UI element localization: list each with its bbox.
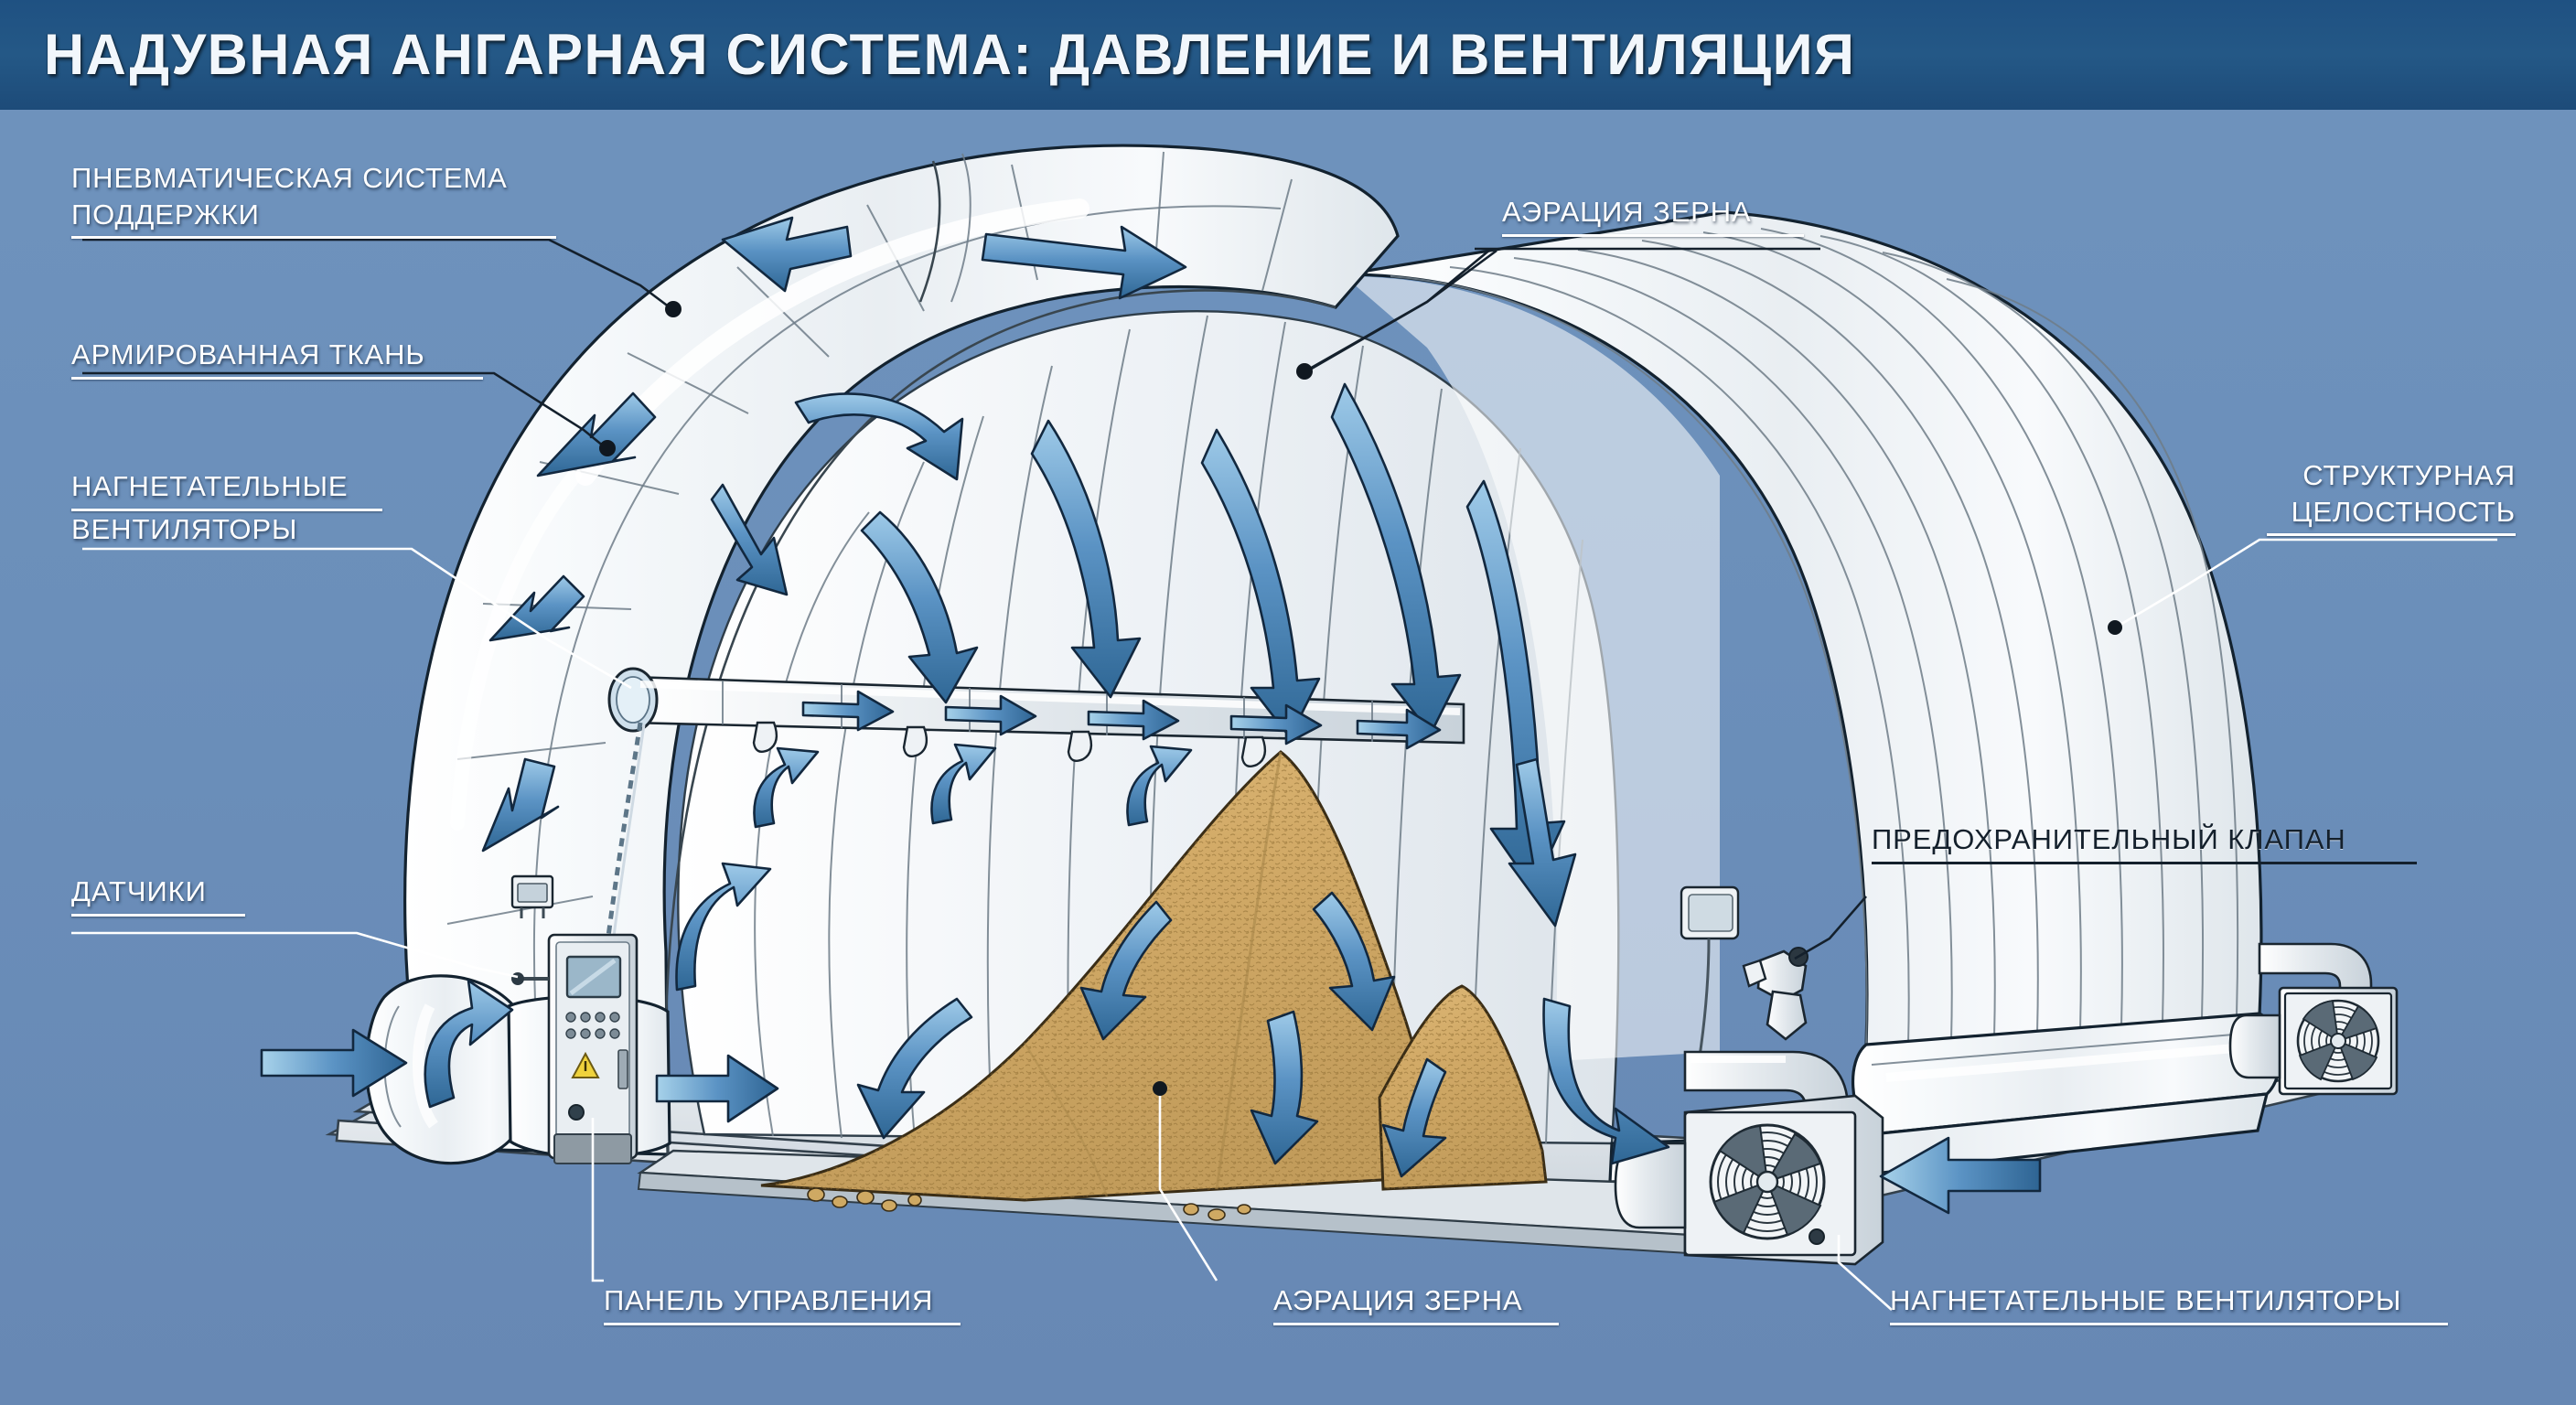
warning-triangle-icon xyxy=(571,1051,600,1078)
panel-keypad xyxy=(565,1012,620,1039)
duct-nozzle xyxy=(752,721,1267,767)
leader-lines xyxy=(71,238,2497,1311)
fan-grille-icon xyxy=(1709,1123,1826,1240)
airflow-arrows xyxy=(260,216,2042,1215)
page-title: НАДУВНАЯ АНГАРНАЯ СИСТЕМА: ДАВЛЕНИЕ И ВЕ… xyxy=(44,23,1856,87)
hangar-barrel-body xyxy=(1344,210,2263,1061)
blower-fan-front xyxy=(1614,1050,1884,1266)
safety-valve xyxy=(1742,947,1809,1041)
sensor-box-rear xyxy=(1680,885,1740,1069)
blower-fan-rear xyxy=(2228,942,2399,1096)
sensor-box-left xyxy=(510,874,554,918)
page-header: НАДУВНАЯ АНГАРНАЯ СИСТЕМА: ДАВЛЕНИЕ И ВЕ… xyxy=(0,0,2576,110)
panel-indicator xyxy=(568,1104,585,1121)
control-panel[interactable] xyxy=(511,933,639,1164)
fan-grille-icon-rear xyxy=(2296,999,2380,1083)
